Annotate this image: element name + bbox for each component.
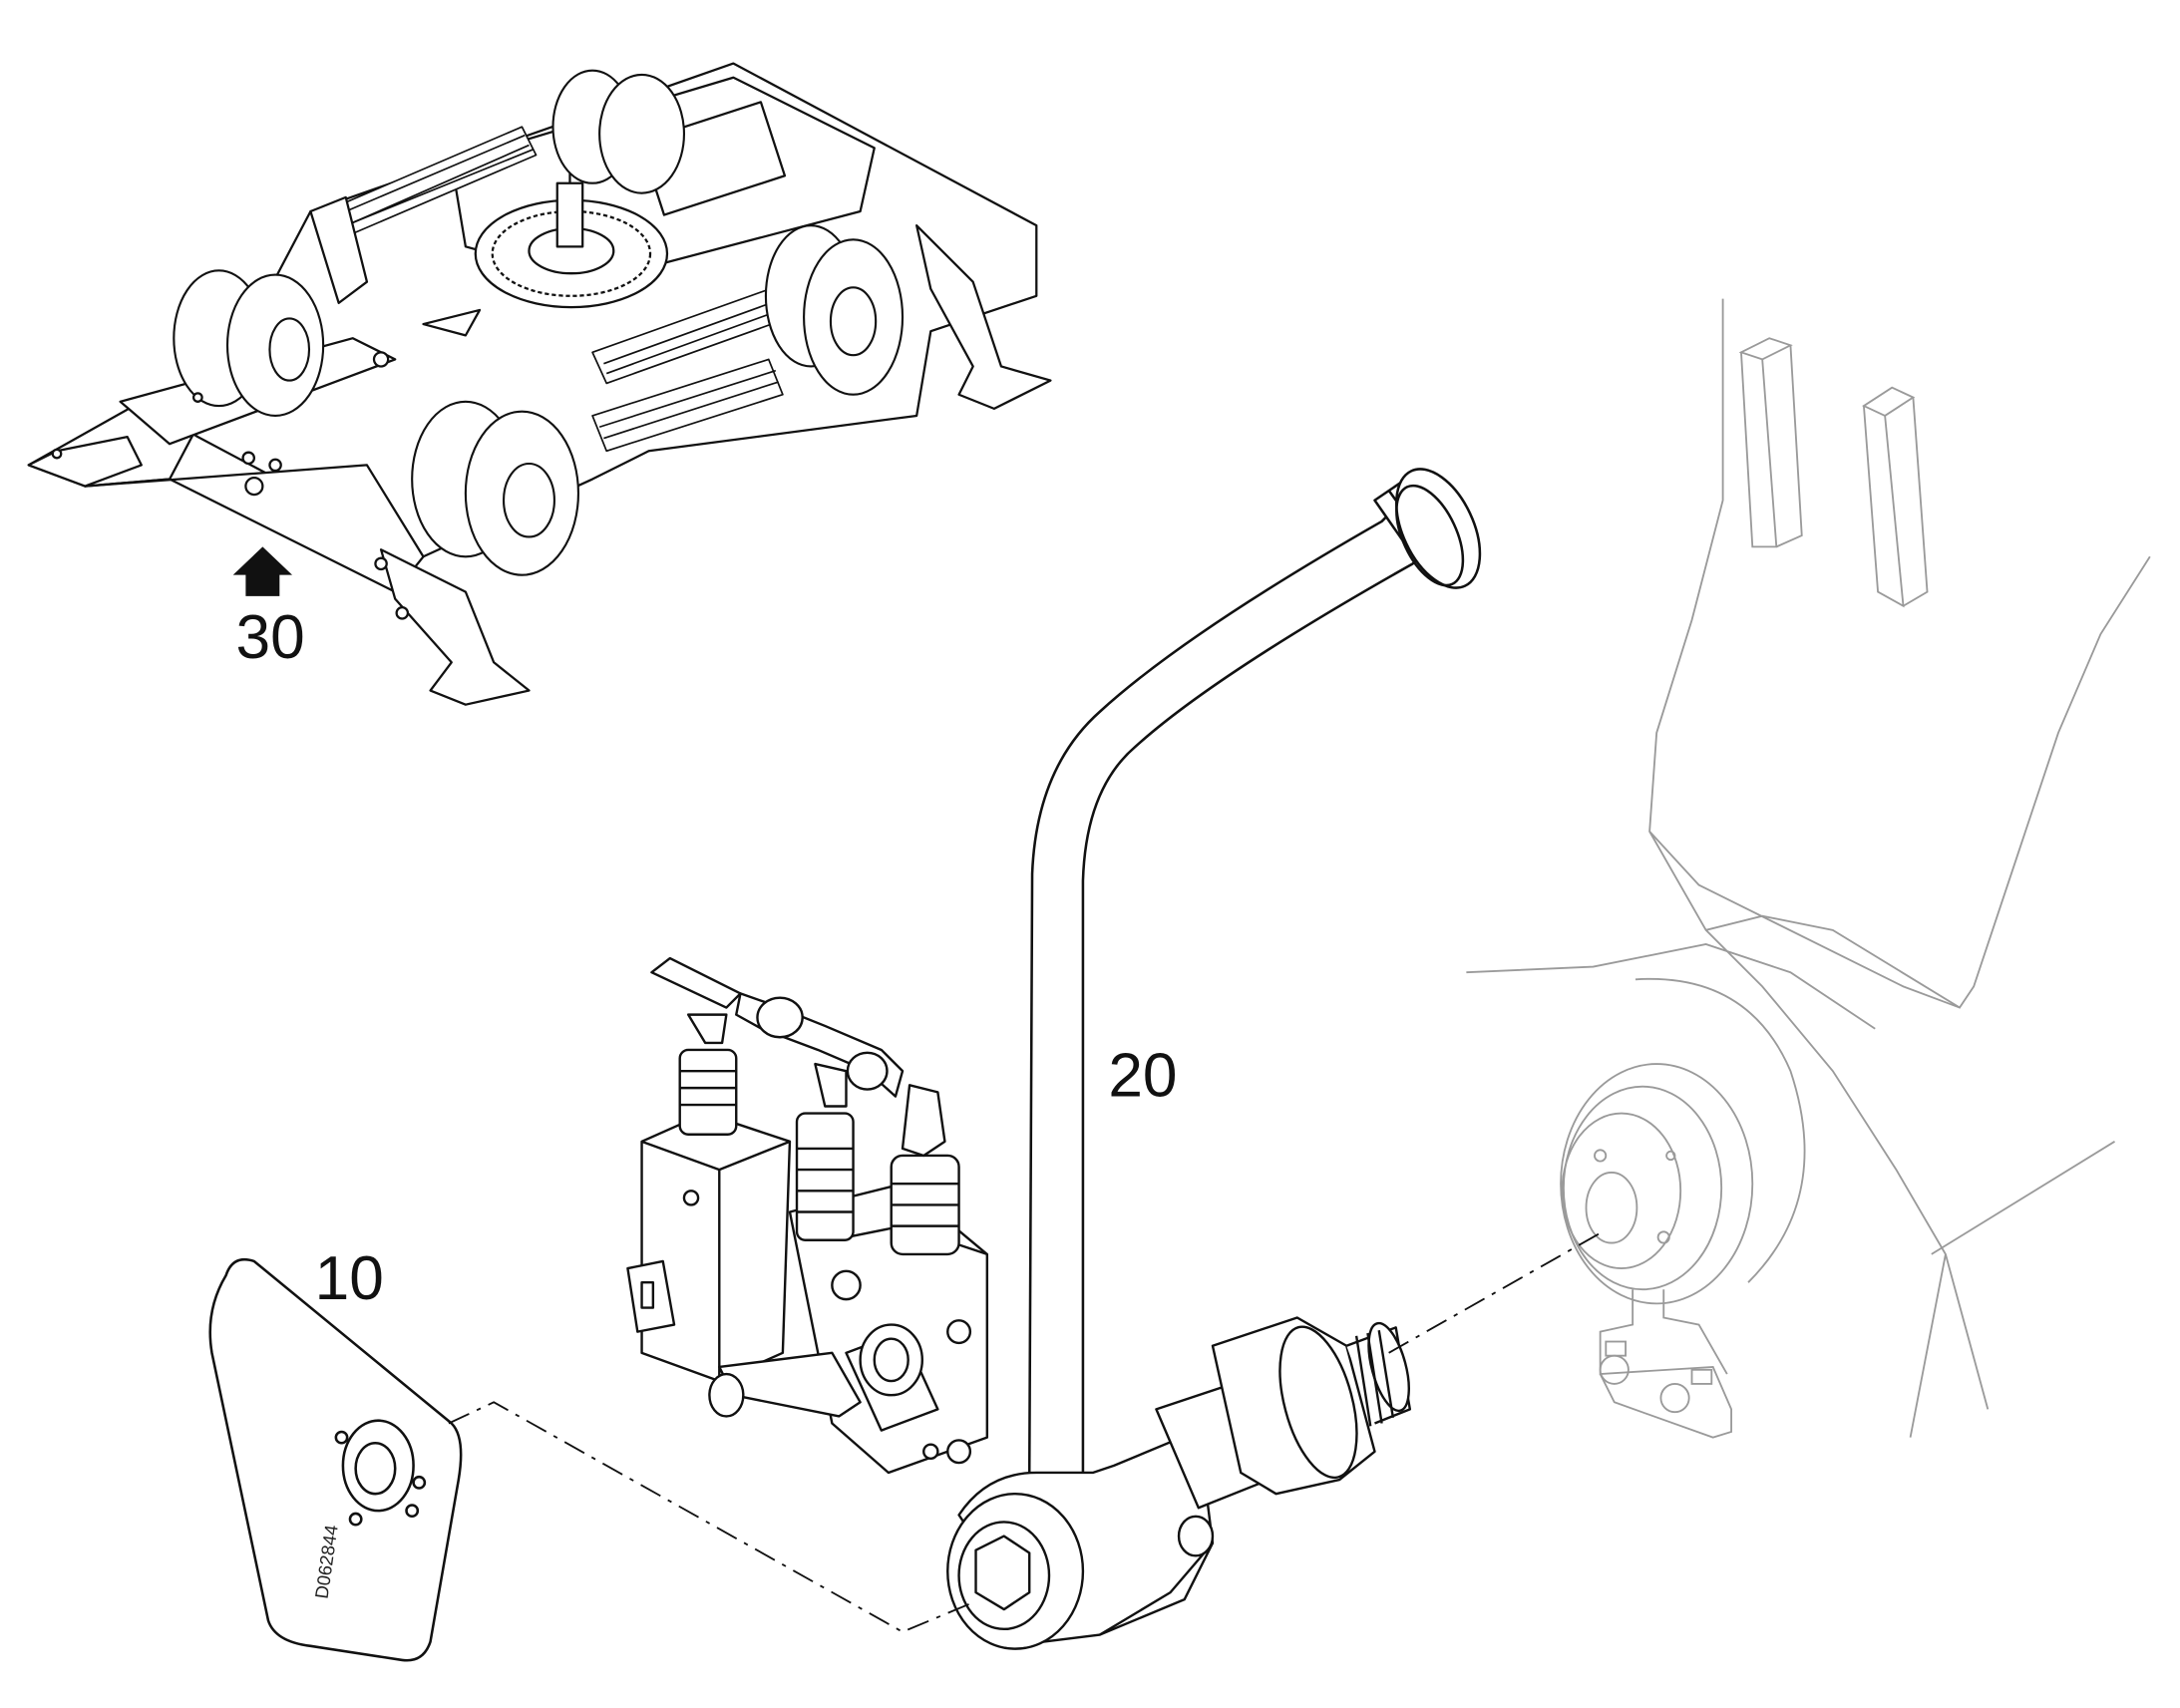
gasket-plate-10: [208, 1257, 463, 1662]
up-arrow-icon: [232, 546, 293, 596]
valve-assembly: [626, 956, 1412, 1650]
pipe-20: [1027, 468, 1482, 1473]
chassis-overview: [27, 62, 1052, 706]
callout-20: 20: [1108, 1042, 1177, 1111]
assembly-centerlines: [448, 1231, 1602, 1633]
callout-10: 10: [315, 1244, 384, 1313]
callout-30: 30: [236, 603, 305, 672]
ghosted-machine-body: [1466, 298, 2151, 1439]
